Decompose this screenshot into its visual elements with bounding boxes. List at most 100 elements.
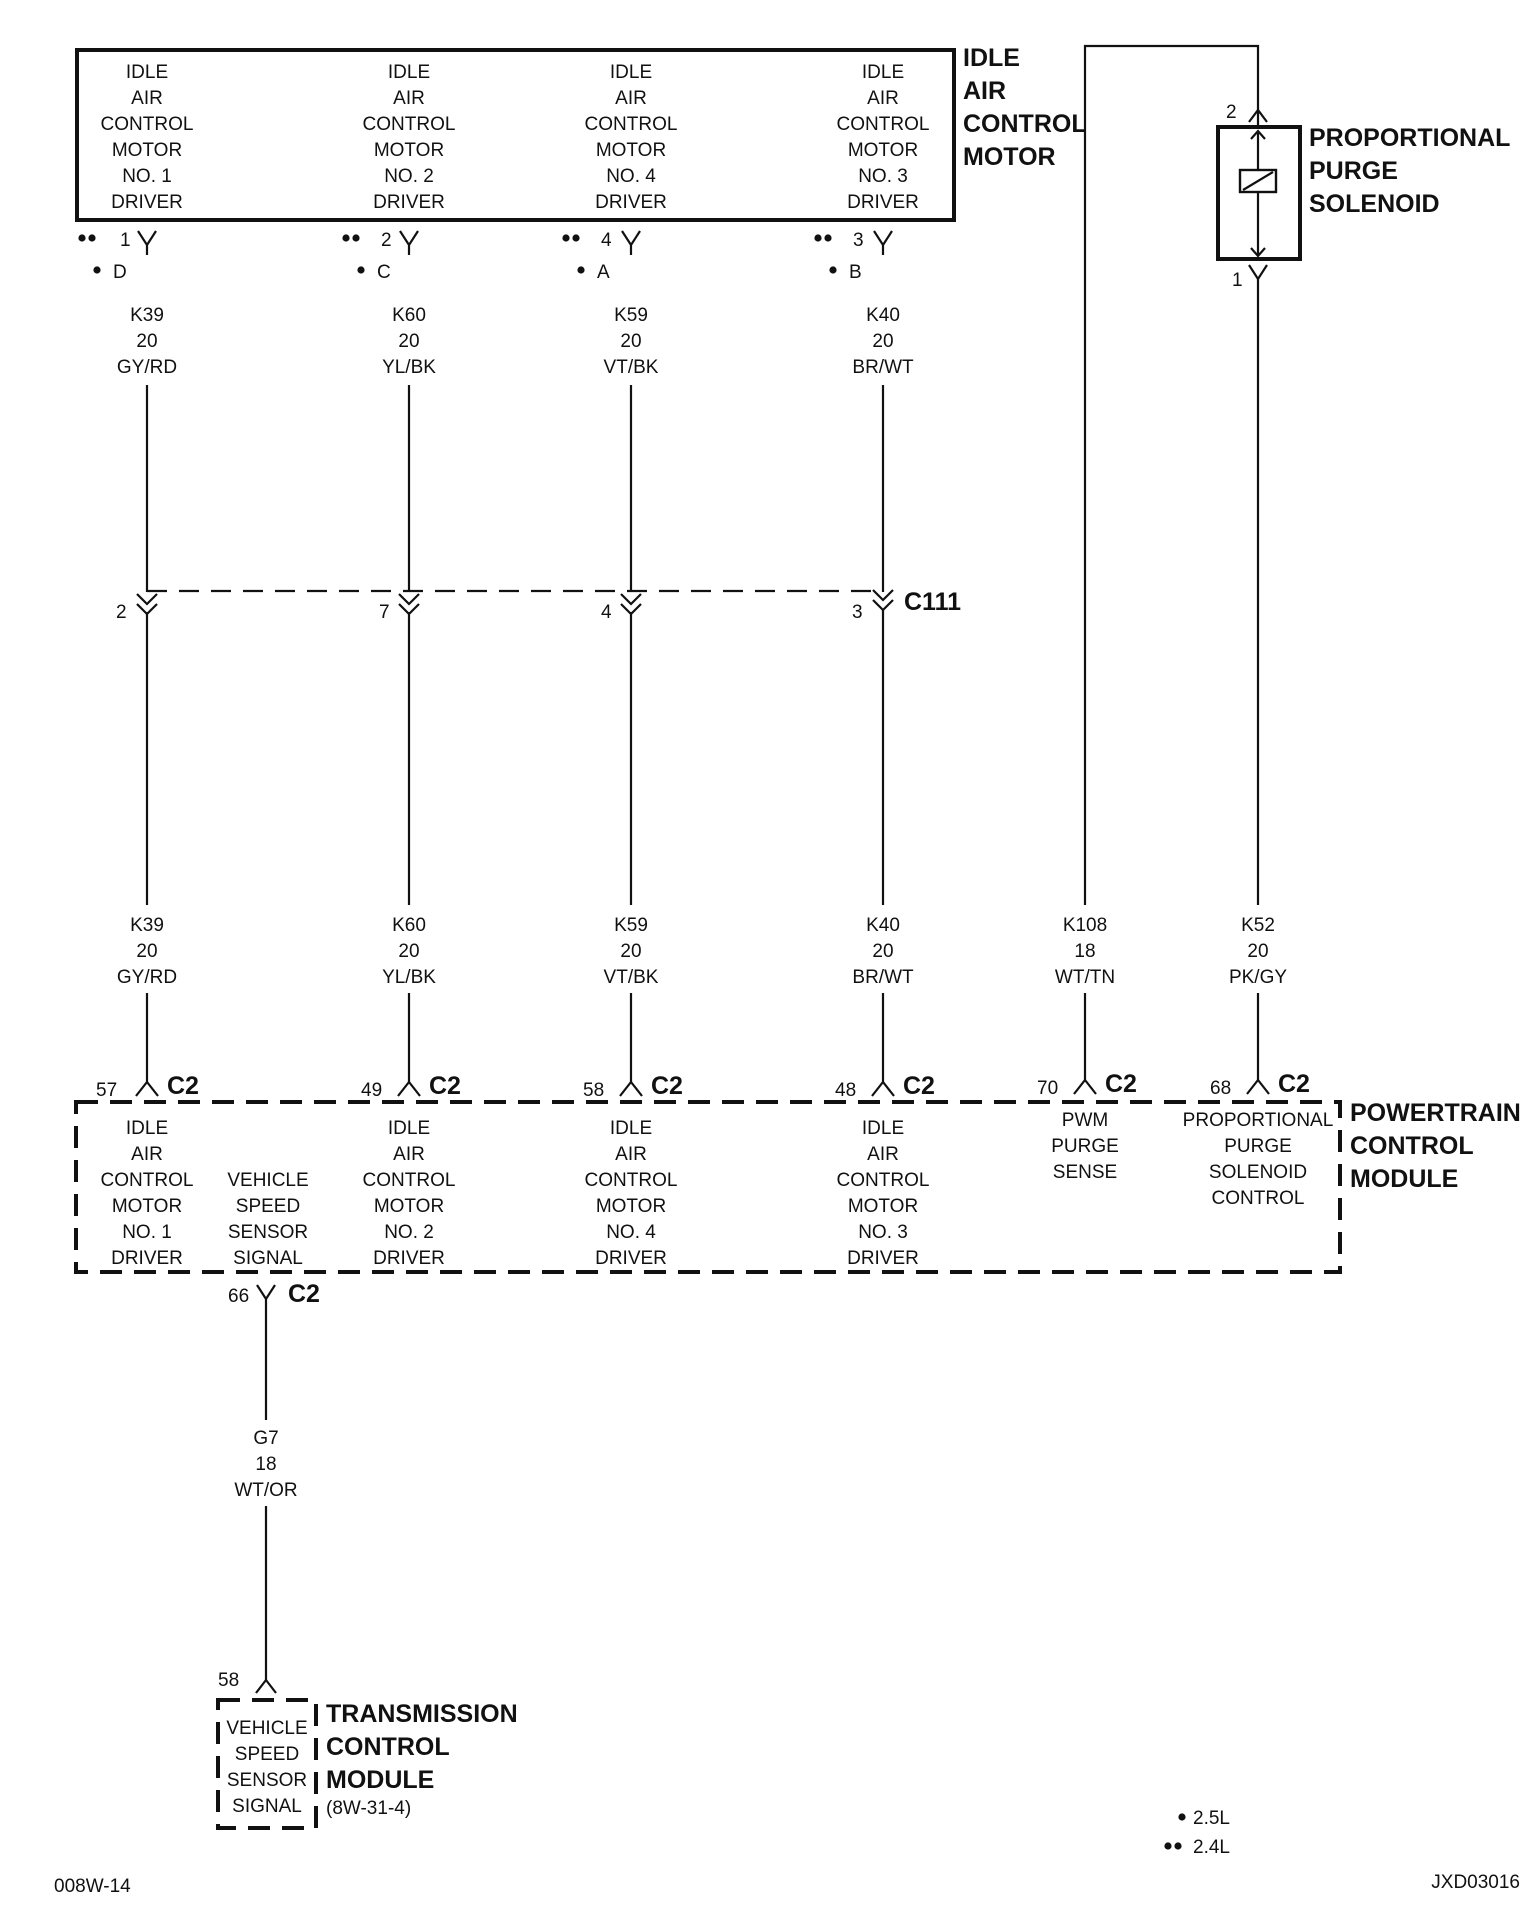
svg-text:(8W-31-4): (8W-31-4) bbox=[326, 1798, 411, 1819]
svg-text:48: 48 bbox=[835, 1080, 856, 1101]
pcm-box bbox=[74, 1100, 1342, 1274]
svg-text:PURGE: PURGE bbox=[1309, 157, 1398, 185]
svg-text:7: 7 bbox=[379, 602, 390, 623]
iac-driver-4-label: IDLE AIR CONTROL MOTOR NO. 4 DRIVER bbox=[585, 62, 678, 213]
svg-text:VT/BK: VT/BK bbox=[604, 967, 659, 988]
svg-text:PROPORTIONAL: PROPORTIONAL bbox=[1183, 1110, 1334, 1131]
svg-text:68: 68 bbox=[1210, 1078, 1231, 1099]
pcm-func-iac4: IDLE AIR CONTROL MOTOR NO. 4 DRIVER bbox=[585, 1118, 678, 1269]
pcm-pins: 57 49 58 48 70 68 C2 C2 C2 C2 C2 C2 bbox=[96, 1070, 1310, 1101]
svg-text:G7: G7 bbox=[253, 1428, 278, 1449]
svg-text:C2: C2 bbox=[429, 1072, 461, 1100]
svg-text:NO. 3: NO. 3 bbox=[858, 1222, 908, 1243]
wire-bottom-k59-label: K59 20 VT/BK bbox=[604, 915, 659, 988]
svg-text:MODULE: MODULE bbox=[1350, 1165, 1458, 1193]
svg-text:CONTROL: CONTROL bbox=[963, 110, 1087, 138]
footer-page-code: 008W-14 bbox=[54, 1876, 131, 1897]
svg-text:CONTROL: CONTROL bbox=[1350, 1132, 1474, 1160]
svg-text:IDLE: IDLE bbox=[862, 1118, 904, 1139]
svg-text:PROPORTIONAL: PROPORTIONAL bbox=[1309, 124, 1510, 152]
svg-text:SPEED: SPEED bbox=[235, 1744, 299, 1765]
wire-bottom-k39-label: K39 20 GY/RD bbox=[117, 915, 177, 988]
svg-text:20: 20 bbox=[1247, 941, 1268, 962]
svg-text:IDLE: IDLE bbox=[388, 1118, 430, 1139]
iac-pin-4: 4 A bbox=[562, 230, 641, 283]
pcm-func-vss: VEHICLE SPEED SENSOR SIGNAL bbox=[227, 1170, 308, 1269]
svg-text:WT/OR: WT/OR bbox=[234, 1480, 297, 1501]
svg-text:IDLE: IDLE bbox=[610, 1118, 652, 1139]
svg-text:PK/GY: PK/GY bbox=[1229, 967, 1287, 988]
svg-text:NO. 2: NO. 2 bbox=[384, 166, 434, 187]
purge-solenoid: 2 1 bbox=[1216, 102, 1302, 291]
svg-text:BR/WT: BR/WT bbox=[852, 967, 914, 988]
svg-text:C2: C2 bbox=[288, 1280, 320, 1308]
svg-text:2.4L: 2.4L bbox=[1193, 1837, 1230, 1858]
wire-top-k60-label: K60 20 YL/BK bbox=[382, 305, 436, 378]
svg-text:SOLENOID: SOLENOID bbox=[1309, 190, 1440, 218]
svg-text:20: 20 bbox=[872, 331, 893, 352]
svg-text:2: 2 bbox=[381, 230, 392, 251]
svg-text:B: B bbox=[849, 262, 862, 283]
svg-text:VEHICLE: VEHICLE bbox=[227, 1170, 308, 1191]
svg-text:CONTROL: CONTROL bbox=[585, 1170, 678, 1191]
svg-text:NO. 3: NO. 3 bbox=[858, 166, 908, 187]
svg-text:K59: K59 bbox=[614, 915, 648, 936]
pcm-pin-66: 66 C2 bbox=[228, 1280, 320, 1310]
engine-legend: 2.5L 2.4L bbox=[1164, 1808, 1230, 1858]
svg-text:D: D bbox=[113, 262, 127, 283]
svg-text:DRIVER: DRIVER bbox=[847, 192, 919, 213]
svg-text:70: 70 bbox=[1037, 1078, 1058, 1099]
svg-text:CONTROL: CONTROL bbox=[837, 114, 930, 135]
svg-text:K108: K108 bbox=[1063, 915, 1107, 936]
wire-k108 bbox=[1083, 44, 1260, 905]
wires-to-pcm bbox=[145, 993, 1260, 1082]
svg-text:AIR: AIR bbox=[131, 1144, 163, 1165]
svg-text:MODULE: MODULE bbox=[326, 1766, 434, 1794]
iac-driver-1-label: IDLE AIR CONTROL MOTOR NO. 1 DRIVER bbox=[101, 62, 194, 213]
svg-text:20: 20 bbox=[620, 941, 641, 962]
svg-text:IDLE: IDLE bbox=[610, 62, 652, 83]
svg-text:NO. 2: NO. 2 bbox=[384, 1222, 434, 1243]
svg-text:CONTROL: CONTROL bbox=[101, 114, 194, 135]
svg-text:20: 20 bbox=[398, 941, 419, 962]
svg-text:K60: K60 bbox=[392, 915, 426, 936]
svg-text:SENSOR: SENSOR bbox=[228, 1222, 308, 1243]
svg-text:4: 4 bbox=[601, 602, 612, 623]
svg-text:CONTROL: CONTROL bbox=[101, 1170, 194, 1191]
pcm-func-purge-control: PROPORTIONAL PURGE SOLENOID CONTROL bbox=[1183, 1110, 1334, 1209]
svg-text:MOTOR: MOTOR bbox=[596, 140, 666, 161]
pcm-func-pwm-purge: PWM PURGE SENSE bbox=[1051, 1110, 1119, 1183]
svg-text:VT/BK: VT/BK bbox=[604, 357, 659, 378]
svg-text:C2: C2 bbox=[167, 1072, 199, 1100]
svg-text:BR/WT: BR/WT bbox=[852, 357, 914, 378]
svg-text:MOTOR: MOTOR bbox=[963, 143, 1056, 171]
svg-text:NO. 1: NO. 1 bbox=[122, 1222, 172, 1243]
svg-text:K40: K40 bbox=[866, 915, 900, 936]
svg-text:20: 20 bbox=[620, 331, 641, 352]
svg-text:GY/RD: GY/RD bbox=[117, 357, 177, 378]
svg-text:POWERTRAIN: POWERTRAIN bbox=[1350, 1099, 1521, 1127]
svg-text:20: 20 bbox=[398, 331, 419, 352]
svg-text:2: 2 bbox=[1226, 102, 1237, 123]
svg-text:DRIVER: DRIVER bbox=[847, 1248, 919, 1269]
tcm-box bbox=[216, 1698, 318, 1830]
wire-g7-label: G7 18 WT/OR bbox=[234, 1428, 297, 1501]
tcm-title: TRANSMISSION CONTROL MODULE (8W-31-4) bbox=[326, 1700, 518, 1819]
svg-text:GY/RD: GY/RD bbox=[117, 967, 177, 988]
iac-pin-1: 1 D bbox=[78, 230, 157, 283]
tcm-pin-58: 58 bbox=[218, 1670, 277, 1694]
svg-text:CONTROL: CONTROL bbox=[585, 114, 678, 135]
svg-text:AIR: AIR bbox=[393, 1144, 425, 1165]
tcm-function: VEHICLE SPEED SENSOR SIGNAL bbox=[226, 1718, 307, 1817]
c111-label: C111 bbox=[904, 588, 961, 616]
svg-text:TRANSMISSION: TRANSMISSION bbox=[326, 1700, 518, 1728]
svg-text:3: 3 bbox=[853, 230, 864, 251]
iac-pin-2: 2 C bbox=[342, 230, 419, 283]
pcm-func-iac3: IDLE AIR CONTROL MOTOR NO. 3 DRIVER bbox=[837, 1118, 930, 1269]
svg-text:20: 20 bbox=[136, 331, 157, 352]
svg-text:C: C bbox=[377, 262, 391, 283]
svg-text:YL/BK: YL/BK bbox=[382, 357, 436, 378]
svg-text:PURGE: PURGE bbox=[1224, 1136, 1292, 1157]
svg-text:58: 58 bbox=[218, 1670, 239, 1691]
svg-text:A: A bbox=[597, 262, 610, 283]
